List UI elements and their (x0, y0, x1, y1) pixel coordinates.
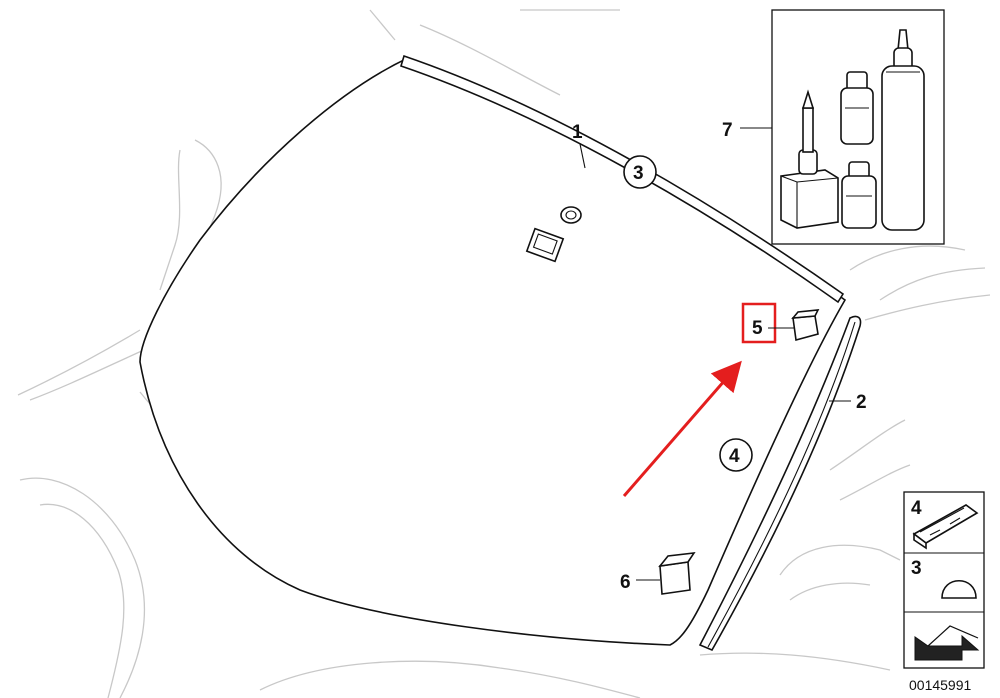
svg-text:5: 5 (752, 318, 763, 339)
windscreen-glass (139, 57, 847, 646)
cartridge-icon (881, 29, 925, 231)
legend-row2-label: 3 (911, 558, 922, 579)
svg-text:1: 1 (572, 122, 583, 143)
glass-tube-icon (780, 89, 839, 229)
car-body-outline (17, 9, 991, 698)
svg-text:4: 4 (729, 446, 740, 467)
callout-circle-4: 4 (719, 438, 753, 472)
svg-text:7: 7 (722, 120, 733, 141)
pad-part-5 (791, 309, 820, 342)
reference-number: 00145991 (909, 677, 972, 693)
clip-icon (912, 504, 979, 550)
bottle-icon (841, 161, 877, 229)
legend-panel: 4 3 00145991 (903, 491, 985, 693)
callout-circle-3: 3 (623, 155, 657, 189)
svg-text:6: 6 (620, 572, 631, 593)
callout-6: 6 (620, 572, 660, 593)
arrow-icon (914, 625, 980, 661)
callout-1: 1 (572, 122, 586, 169)
highlight-arrow (622, 360, 742, 497)
bottle-icon (840, 71, 874, 145)
callout-5-highlighted: 5 (741, 302, 794, 344)
adhesive-kit-box: 7 (722, 9, 945, 245)
side-moulding-strip (698, 315, 862, 652)
svg-text:3: 3 (633, 163, 644, 184)
pad-part-6 (658, 552, 696, 595)
callout-2: 2 (829, 392, 867, 413)
mirror-mount (560, 206, 582, 224)
svg-text:2: 2 (856, 392, 867, 413)
dome-icon (941, 580, 977, 599)
upper-moulding-strip (400, 54, 845, 304)
legend-row1-label: 4 (911, 498, 922, 519)
rain-sensor (525, 227, 565, 263)
